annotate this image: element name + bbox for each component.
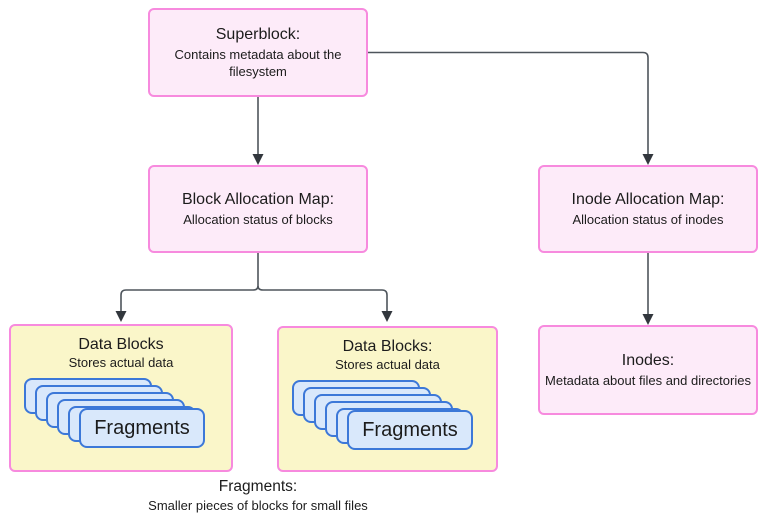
connector-block-map-to-data-blocks-left — [120, 285, 259, 312]
fragment-box-front: Fragments — [347, 410, 473, 450]
fragments-caption: Fragments: Smaller pieces of blocks for … — [98, 478, 418, 514]
connector-superblock-to-inode-map — [368, 51, 649, 155]
fragment-stack-right: Fragments — [279, 328, 496, 470]
node-inode-allocation-map: Inode Allocation Map: Allocation status … — [538, 165, 758, 253]
arrowhead-data-blocks-right — [381, 311, 393, 322]
block-allocation-map-title: Block Allocation Map: — [181, 190, 335, 208]
arrowhead-data-blocks-left — [115, 311, 127, 322]
node-inodes: Inodes: Metadata about files and directo… — [538, 325, 758, 415]
data-blocks-left-title: Data Blocks — [78, 336, 164, 353]
fragment-box-front: Fragments — [79, 408, 205, 448]
block-allocation-map-subtitle: Allocation status of blocks — [183, 211, 333, 227]
connector-block-map-to-data-blocks-right — [257, 285, 388, 312]
node-superblock: Superblock: Contains metadata about the … — [148, 8, 368, 97]
inode-allocation-map-title: Inode Allocation Map: — [571, 190, 725, 208]
inodes-title: Inodes: — [621, 351, 675, 369]
inodes-subtitle: Metadata about files and directories — [545, 372, 751, 388]
data-blocks-left-subtitle: Stores actual data — [68, 355, 174, 370]
inode-allocation-map-subtitle: Allocation status of inodes — [572, 211, 724, 227]
data-blocks-right-title: Data Blocks: — [342, 338, 433, 355]
fragment-stack-left: Fragments — [11, 326, 231, 470]
arrowhead-inodes — [642, 314, 654, 325]
data-blocks-right-subtitle: Stores actual data — [335, 357, 440, 372]
superblock-title: Superblock: — [215, 25, 301, 43]
arrowhead-block-map — [252, 154, 264, 165]
fragments-caption-subtitle: Smaller pieces of blocks for small files — [148, 497, 368, 513]
node-data-blocks-left: Data Blocks Stores actual data Fragments — [9, 324, 233, 472]
arrowhead-inode-map — [642, 154, 654, 165]
fragments-caption-title: Fragments: — [218, 478, 298, 495]
node-data-blocks-right: Data Blocks: Stores actual data Fragment… — [277, 326, 498, 472]
node-block-allocation-map: Block Allocation Map: Allocation status … — [148, 165, 368, 253]
superblock-subtitle: Contains metadata about the filesystem — [174, 46, 342, 79]
